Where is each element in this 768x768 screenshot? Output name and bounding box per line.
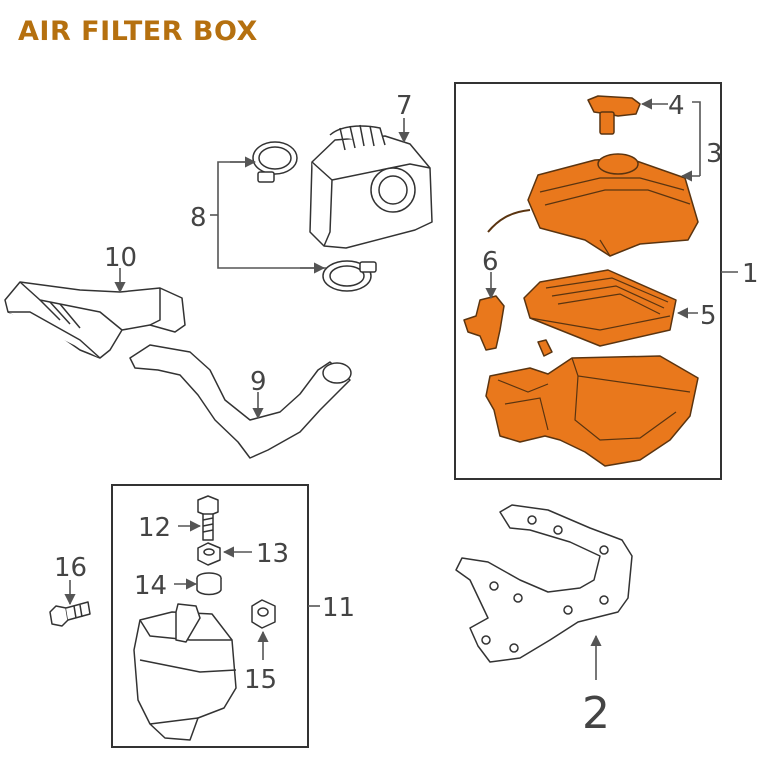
upper-cover-part[interactable] <box>487 153 699 257</box>
callout-7: 7 <box>396 91 413 121</box>
grommet-part-14[interactable] <box>196 572 222 596</box>
callout-13: 13 <box>256 539 289 569</box>
callout-1: 1 <box>742 259 759 289</box>
callout-15: 15 <box>244 665 277 695</box>
callout-10: 10 <box>104 243 137 273</box>
callout-9: 9 <box>250 367 267 397</box>
callout-11: 11 <box>322 593 355 623</box>
callout-6: 6 <box>482 247 499 277</box>
hose-clamp-upper[interactable] <box>252 141 298 183</box>
callout-16: 16 <box>54 553 87 583</box>
assembly-1-box <box>454 82 722 480</box>
nut-part-13[interactable] <box>197 542 221 566</box>
nut-part-15[interactable] <box>251 599 276 629</box>
callout-8: 8 <box>190 203 207 233</box>
lower-housing-part[interactable] <box>485 355 699 467</box>
hose-clamp-lower[interactable] <box>322 260 377 292</box>
leader-lines <box>64 98 738 680</box>
filter-element-part[interactable] <box>523 269 677 347</box>
callout-4: 4 <box>668 91 685 121</box>
bolt-part-12[interactable] <box>197 495 219 541</box>
bracket-part-2[interactable] <box>455 504 633 663</box>
inlet-duct-part-10[interactable] <box>4 281 186 359</box>
callout-3: 3 <box>706 139 723 169</box>
small-clip-part <box>537 339 553 357</box>
sensor-part-6[interactable] <box>463 295 505 351</box>
callout-2: 2 <box>582 688 610 739</box>
callout-14: 14 <box>134 571 167 601</box>
maf-sensor-part[interactable] <box>587 95 641 135</box>
assembly-11-box <box>111 484 309 748</box>
bolt-part-16[interactable] <box>49 601 91 627</box>
diagram-title: AIR FILTER BOX <box>18 16 258 47</box>
resonator-part-7[interactable] <box>309 124 433 249</box>
resonator-part-11[interactable] <box>133 603 237 741</box>
intake-hose-part-9[interactable] <box>129 344 352 459</box>
callout-12: 12 <box>138 513 171 543</box>
callout-5: 5 <box>700 301 717 331</box>
